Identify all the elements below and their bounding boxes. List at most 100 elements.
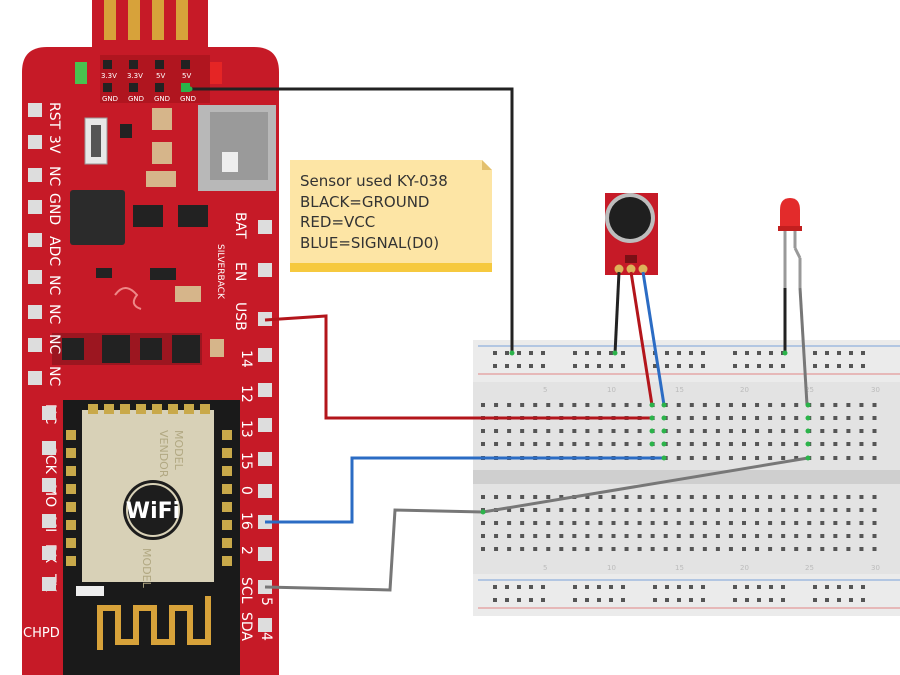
pin-label: NC [46,334,62,354]
breadboard-hole [755,442,760,446]
note-line: BLUE=SIGNAL(D0) [300,233,440,252]
red-led [778,198,809,406]
pin-pad [28,135,42,149]
breadboard-hole [702,495,707,499]
module-pad [66,484,76,494]
rail-hole [825,585,829,589]
breadboard-hole [872,456,877,460]
pin-label: NC [46,275,62,295]
breadboard-hole [533,534,538,538]
rail-hole [541,598,545,602]
breadboard-hole [872,429,877,433]
rail-hole [505,598,509,602]
breadboard-hole [794,456,799,460]
breadboard-hole [546,495,551,499]
breadboard-hole [507,534,512,538]
breadboard-hole [820,521,825,525]
header-label: GND [128,95,144,103]
breadboard-hole [676,534,681,538]
breadboard-hole [572,442,577,446]
pin-pad [28,305,42,319]
note-line: RED=VCC [300,213,376,231]
module-pad [66,520,76,530]
rail-hole [701,351,705,355]
breadboard-hole [794,534,799,538]
breadboard-hole [742,442,746,446]
breadboard-hole [676,403,681,407]
pin-label: GND [46,193,62,225]
breadboard: 5 10 15 20 25 30 5 10 15 20 25 30 [473,340,900,616]
silverback-board: 3.3V 3.3V 5V 5V GND GND GND GND [22,0,279,675]
breadboard-hole [572,547,577,551]
breadboard-hole [689,495,694,499]
breadboard-hole [846,456,851,460]
breadboard-hole [611,403,616,407]
breadboard-hole [794,547,799,551]
breadboard-hole [859,429,864,433]
breadboard-hole [689,403,694,407]
breadboard-hole [624,429,629,433]
pin-pad [28,270,42,284]
pin-pad [258,418,272,432]
breadboard-hole [585,442,590,446]
rail-hole [745,364,749,368]
module-pad [222,502,232,512]
pin-label: 0 [238,486,254,495]
module-pad [222,430,232,440]
breadboard-hole [742,416,746,420]
breadboard-hole [846,403,851,407]
column-number: 20 [740,564,749,572]
rail-hole [541,364,545,368]
signal-wire [265,456,666,524]
breadboard-hole [768,547,773,551]
module-pad [222,538,232,548]
rail-hole [517,598,521,602]
breadboard-hole [585,495,590,499]
breadboard-hole [846,508,851,512]
rail-hole [677,364,681,368]
rail-hole [849,598,853,602]
breadboard-hole [702,416,707,420]
pin-pad [28,168,42,182]
breadboard-hole [663,495,668,499]
pin-pad [258,547,272,561]
breadboard-hole [755,508,760,512]
breadboard-hole [650,521,655,525]
module-label: VENDOR [157,430,170,478]
rail-hole [677,598,681,602]
breadboard-hole [533,403,538,407]
breadboard-hole [807,547,812,551]
breadboard-hole [546,403,551,407]
pin-pad [258,452,272,466]
sensor-ground-wire [613,271,621,355]
right-pin-labels: BAT EN USB 14 12 13 15 0 16 2 SCL SDA 5 … [215,212,274,641]
ground-wire [190,87,514,354]
breadboard-hole [572,534,577,538]
pin-pad [42,406,56,420]
breadboard-hole [755,534,760,538]
breadboard-hole [676,495,681,499]
breadboard-hole [572,508,577,512]
pin-label: BAT [232,212,248,239]
rail-hole [837,585,841,589]
breadboard-hole [755,456,760,460]
pin-label: SDA [238,612,254,641]
rail-hole [701,364,705,368]
breadboard-hole [846,442,851,446]
breadboard-hole [611,508,616,512]
pin-label: NC [46,304,62,324]
breadboard-hole [702,456,707,460]
right-pin-pads [258,220,272,632]
breadboard-hole [481,495,485,499]
breadboard-hole [650,547,655,551]
antenna-trace [97,596,211,650]
pin-label: 14 [238,350,254,368]
breadboard-hole [507,429,512,433]
breadboard-hole [559,403,564,407]
rail-hole [493,351,497,355]
breadboard-hole [715,403,720,407]
rail-hole [609,364,613,368]
pin-pad [258,348,272,362]
breadboard-hole [611,442,616,446]
